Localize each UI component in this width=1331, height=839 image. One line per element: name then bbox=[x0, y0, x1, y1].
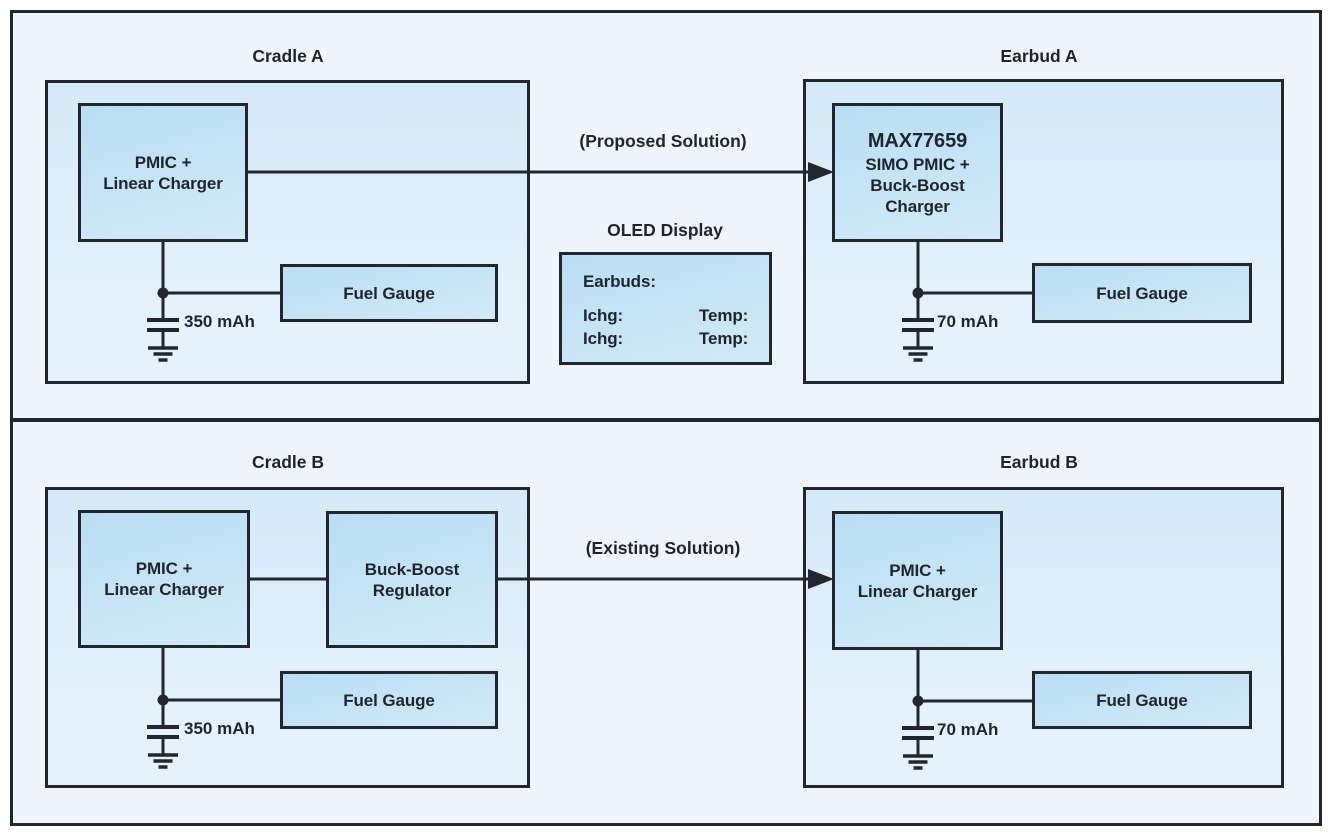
cradle-b-title: Cradle B bbox=[252, 452, 324, 472]
fuel-gauge-block-earbud-a: Fuel Gauge bbox=[1032, 263, 1252, 323]
chip-name: MAX77659 bbox=[867, 129, 968, 152]
pmic-label-line2: Linear Charger bbox=[857, 581, 978, 601]
battery-capacity-label-earbud-a: 70 mAh bbox=[937, 312, 999, 331]
oled-row1-temp: Temp: bbox=[699, 306, 749, 325]
pmic-linear-charger-block-cradle-b: PMIC + Linear Charger bbox=[78, 510, 250, 648]
fuel-gauge-label: Fuel Gauge bbox=[343, 690, 435, 710]
pmic-linear-charger-block-cradle-a: PMIC + Linear Charger bbox=[78, 103, 248, 242]
pmic-label-line1: PMIC + bbox=[889, 560, 946, 580]
earbud-a-title: Earbud A bbox=[1000, 46, 1078, 66]
oled-row1-ichg: Ichg: bbox=[583, 306, 624, 325]
chip-line3: Charger bbox=[885, 196, 950, 216]
battery-capacity-label-cradle-b: 350 mAh bbox=[184, 719, 255, 738]
section-divider bbox=[10, 418, 1322, 422]
buck-boost-regulator-block: Buck-Boost Regulator bbox=[326, 511, 498, 648]
pmic-label-line2: Linear Charger bbox=[104, 580, 224, 599]
fuel-gauge-label: Fuel Gauge bbox=[1096, 690, 1188, 710]
oled-row2-ichg: Ichg: bbox=[583, 329, 624, 348]
buckboost-label-line1: Buck-Boost bbox=[364, 559, 460, 579]
max77659-block: MAX77659 SIMO PMIC + Buck-Boost Charger bbox=[832, 103, 1003, 242]
oled-row2-temp: Temp: bbox=[699, 329, 749, 348]
pmic-label-line1: PMIC + bbox=[134, 152, 192, 172]
pmic-label-line1: PMIC + bbox=[135, 559, 193, 578]
fuel-gauge-block-earbud-b: Fuel Gauge bbox=[1032, 671, 1252, 729]
chip-line2: Buck-Boost bbox=[870, 175, 965, 195]
fuel-gauge-block-cradle-b: Fuel Gauge bbox=[280, 671, 498, 729]
pmic-label-line2: Linear Charger bbox=[103, 173, 223, 193]
oled-row1: Ichg: Temp: bbox=[583, 306, 748, 326]
pmic-linear-charger-block-earbud-b: PMIC + Linear Charger bbox=[832, 511, 1003, 650]
battery-capacity-label-earbud-b: 70 mAh bbox=[937, 720, 999, 739]
chip-line1: SIMO PMIC + bbox=[865, 154, 970, 174]
oled-display-block: Earbuds: Ichg: Temp: Ichg: Temp: bbox=[559, 252, 772, 365]
oled-row2: Ichg: Temp: bbox=[583, 329, 748, 349]
buckboost-label-line2: Regulator bbox=[372, 580, 452, 600]
proposed-solution-label: (Proposed Solution) bbox=[579, 131, 747, 151]
oled-earbuds-heading: Earbuds: bbox=[583, 272, 656, 291]
fuel-gauge-label: Fuel Gauge bbox=[343, 283, 435, 303]
oled-display-title: OLED Display bbox=[607, 220, 723, 240]
cradle-a-title: Cradle A bbox=[252, 46, 324, 66]
battery-capacity-label-cradle-a: 350 mAh bbox=[184, 312, 255, 331]
fuel-gauge-block-cradle-a: Fuel Gauge bbox=[280, 264, 498, 322]
earbud-b-title: Earbud B bbox=[1000, 452, 1078, 472]
fuel-gauge-label: Fuel Gauge bbox=[1096, 283, 1188, 303]
existing-solution-label: (Existing Solution) bbox=[585, 538, 741, 558]
